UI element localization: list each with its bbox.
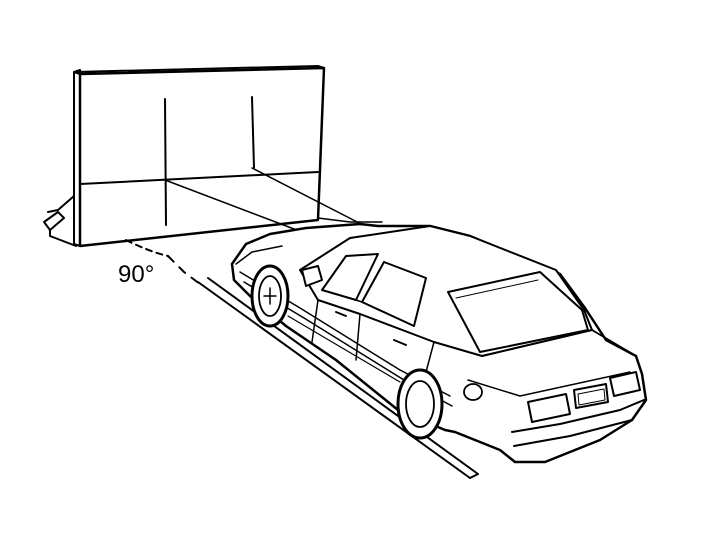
- floor-line-outer: [197, 281, 471, 479]
- vehicle-headlamp: [235, 245, 283, 265]
- screen-horizontal-line: [79, 171, 319, 185]
- vehicle-rear-door-line: [425, 341, 435, 373]
- vehicle-trunk-line: [481, 329, 637, 357]
- vehicle-rear-bumper-upper: [511, 399, 645, 433]
- vehicle-rear-bumper-lower: [513, 419, 633, 447]
- projection-line-left: [164, 179, 303, 233]
- screen-face: [78, 66, 326, 248]
- vehicle-center-door-line: [355, 313, 361, 361]
- vehicle-window-pillar: [355, 299, 363, 303]
- vehicle-fuel-door: [463, 383, 483, 401]
- front-rim: [258, 275, 282, 317]
- screen-vertical-line-right: [251, 96, 255, 169]
- screen-vertical-line-left: [164, 98, 167, 226]
- vehicle-front-window: [321, 253, 379, 301]
- screen-stand-leg: [47, 195, 75, 213]
- vehicle-taillight-left: [527, 393, 571, 423]
- vehicle-license-plate-frame: [577, 388, 606, 406]
- front-hub: [263, 287, 277, 305]
- vehicle-rear-windshield-inner: [455, 279, 539, 299]
- aiming-screen: [43, 65, 326, 248]
- angle-label: 90°: [118, 261, 154, 288]
- vehicle-side-mirror: [301, 265, 323, 287]
- angle-arc: [125, 239, 169, 257]
- vehicle-rear-door-handle: [393, 339, 407, 346]
- angle-indicator: 90°: [118, 239, 201, 288]
- vehicle-rocker-line: [287, 315, 401, 383]
- vehicle-front-wheel: [250, 264, 290, 328]
- floor-line-end: [469, 473, 479, 479]
- vehicle-taillight-right: [609, 371, 641, 397]
- vehicle-rear-wheel: [396, 368, 444, 440]
- vehicle: [230, 222, 648, 464]
- screen-stand-foot: [43, 211, 65, 231]
- screen-stand-base: [49, 229, 77, 247]
- vehicle-rear-window: [361, 261, 427, 327]
- projection-line-floor: [317, 217, 383, 223]
- rear-tire: [396, 368, 444, 440]
- projection-lines: [164, 167, 383, 233]
- rear-rim: [405, 380, 435, 428]
- vehicle-rear-deck-line: [467, 371, 631, 397]
- vehicle-front-door-handle: [335, 311, 347, 317]
- angle-dashed-line: [167, 255, 201, 285]
- vehicle-front-door-line: [311, 299, 319, 343]
- projection-line-right: [251, 167, 366, 227]
